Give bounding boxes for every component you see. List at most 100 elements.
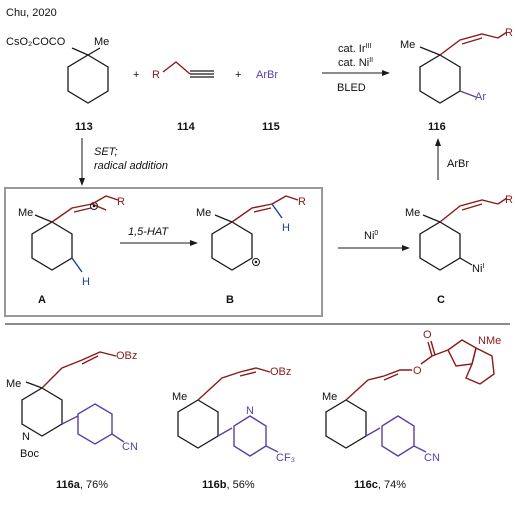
alkene-double [461,37,483,45]
intermediate-a: Me R H A [18,195,125,306]
pyridine-ring [233,415,267,457]
aryl-bond [61,415,79,425]
down-arrow-head [79,178,85,186]
alkene-double [461,203,483,211]
cyclohexane-ring [31,221,73,271]
r-group-label: R [152,69,160,81]
compound-label-116: 116 [428,121,446,133]
radical-dot-ring [252,258,260,266]
allyl-chain [439,33,499,56]
hydrogen-label: H [82,276,90,288]
hat-label: 1,5-HAT [128,226,169,238]
compound-label-113: 113 [75,121,93,133]
plus-sign-2: + [235,69,241,81]
methyl-label: Me [196,207,211,219]
catalyst-ir: cat. IrIII [338,43,371,55]
aryl-label: Ar [475,91,486,103]
ch-bond [71,257,83,273]
bond-me [422,214,441,223]
allyl-chain [345,369,412,401]
citation: Chu, 2020 [6,7,57,19]
oxalate-formula: CsO₂COCO [6,36,66,48]
intermediate-label-a: A [38,294,46,306]
plus-sign-1: + [133,69,139,81]
cn-label: CN [122,441,138,453]
chain-to-r [91,195,119,205]
hydrogen-label: H [282,222,290,234]
cf3-label: CF₃ [276,452,295,464]
cyclohexane-ring [419,54,461,104]
aryl-bond [459,90,477,98]
cn-bond [413,445,427,453]
allyl-chain [41,351,117,389]
forward-arrow-head [382,70,390,76]
vinyl-chain [231,203,273,223]
obz-label: OBz [116,350,137,362]
ni-bond [459,257,473,266]
r-group-label: R [505,27,513,39]
alkene-double [239,371,257,377]
chain-end [497,197,508,205]
cyclohexane-ring [325,399,367,449]
obz-label: OBz [270,366,291,378]
compound-114: R 114 [152,61,214,133]
aryl-bond [365,427,381,437]
cyclohexane-ring [177,399,219,449]
compound-116: Me R Ar 116 [400,27,513,133]
example-caption-116a: 116a, 76% [56,479,108,491]
alkene-double [73,207,92,213]
methyl-label: Me [400,39,415,51]
boc-label: Boc [20,448,39,460]
intermediate-b: Me R H B [196,195,306,306]
carbonyl-double [430,340,436,356]
nitrogen-label: N [22,431,30,443]
catalyst-ni: cat. NiII [338,57,373,69]
arbr-reagent: ArBr [256,69,278,81]
cyclohexane-ring [211,221,253,271]
example-116b: Me OBz N CF₃ 116b, 56% [172,366,295,491]
r-group-label: R [117,196,125,208]
compound-label-114: 114 [177,121,196,133]
alkene-double [253,207,272,213]
ch-bond [271,203,283,219]
aryl-bond [217,427,233,437]
cf3-bond [265,445,279,453]
radical-dot [92,204,96,208]
methyl-label: Me [172,391,187,403]
arbr-step-label: ArBr [447,158,469,170]
r-group-label: R [505,194,513,206]
benzene-ring [381,415,415,457]
cn-bond [111,433,125,443]
cyclohexane-ring [67,54,109,104]
light-source: BLED [337,82,366,94]
methyl-label: Me [18,207,33,219]
example-116a: Me OBz N Boc CN 116a, 76% [6,350,138,491]
ni-label: NiI [472,263,484,275]
bond-me [34,214,53,223]
pyridine-n-label: N [246,405,254,417]
ni0-label: Ni0 [364,230,378,242]
allyl-chain [439,199,499,223]
carbonyl-bond [427,341,433,357]
example-116c: Me O O NMe CN 116c, 74% [322,329,501,491]
bond-o [71,47,89,56]
up-arrow-head [435,138,441,146]
ester-oxygen-label: O [413,365,422,377]
bond-me [419,46,441,56]
methyl-label: Me [6,378,21,390]
carbonyl-oxygen-label: O [423,329,432,341]
ester-bond [420,355,433,365]
example-caption-116c: 116c, 74% [354,479,406,491]
bond-me [25,381,43,389]
nme-label: NMe [478,335,501,347]
chain-to-r [271,195,299,205]
intermediate-label-b: B [226,294,234,306]
cyclohexane-ring [419,221,461,271]
cn-label: CN [424,452,440,464]
piperidine-ring [21,387,63,437]
set-label: SET; [94,146,118,158]
ni0-arrow-head [402,245,410,251]
compound-113: CsO₂COCO Me 113 [6,36,109,133]
benzene-ring [77,403,113,445]
